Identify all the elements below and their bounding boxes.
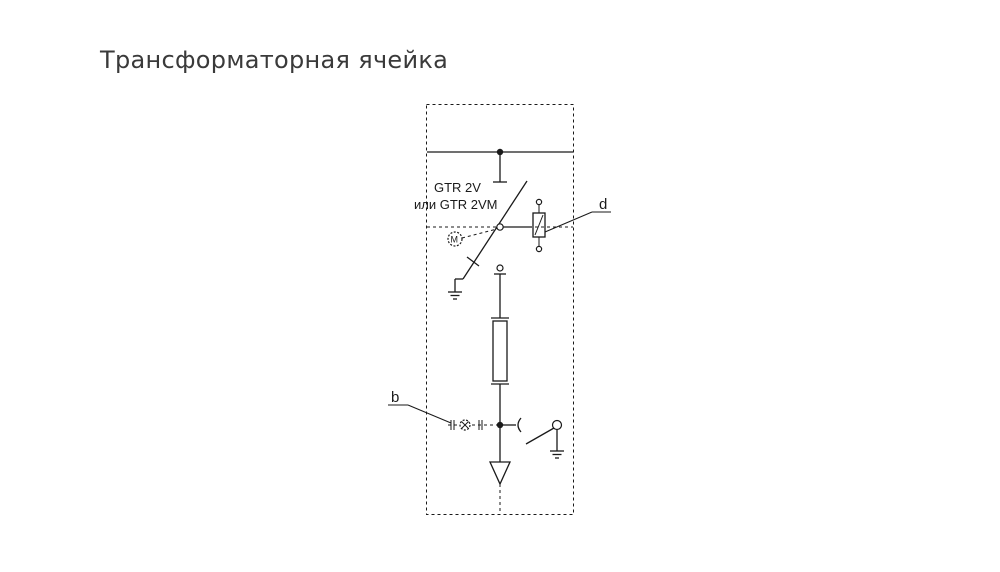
motor-symbol	[447, 231, 463, 247]
page-title: Трансформаторная ячейка	[100, 46, 449, 74]
switch-blade-tick	[466, 256, 480, 267]
earthing-switch-blade	[525, 427, 555, 445]
earthing-switch-pivot	[551, 419, 563, 431]
label-b: b	[391, 389, 399, 406]
cell-outline	[426, 104, 574, 515]
cable-termination-triangle	[488, 461, 512, 486]
motor-link	[461, 228, 498, 239]
motor-label: M	[451, 235, 459, 245]
lower-contact	[496, 264, 504, 272]
earth-symbol-left	[448, 291, 462, 300]
label-b-leader	[407, 404, 452, 424]
label-d-leader	[544, 211, 593, 233]
indicator-lamp-cross-2	[461, 421, 469, 429]
switch-blade	[462, 180, 528, 280]
cable-element	[492, 320, 508, 382]
fuse-block-diagonal	[534, 214, 544, 236]
switch-label-line2: или GTR 2VM	[414, 197, 498, 212]
earthing-contact-hook	[517, 417, 522, 433]
fuse-bottom-terminal	[535, 245, 543, 253]
earth-symbol-right	[550, 450, 564, 459]
fuse-top-terminal	[535, 198, 543, 206]
switch-label-line1: GTR 2V	[434, 180, 481, 195]
label-d: d	[599, 196, 607, 213]
switch-pivot	[496, 223, 504, 231]
